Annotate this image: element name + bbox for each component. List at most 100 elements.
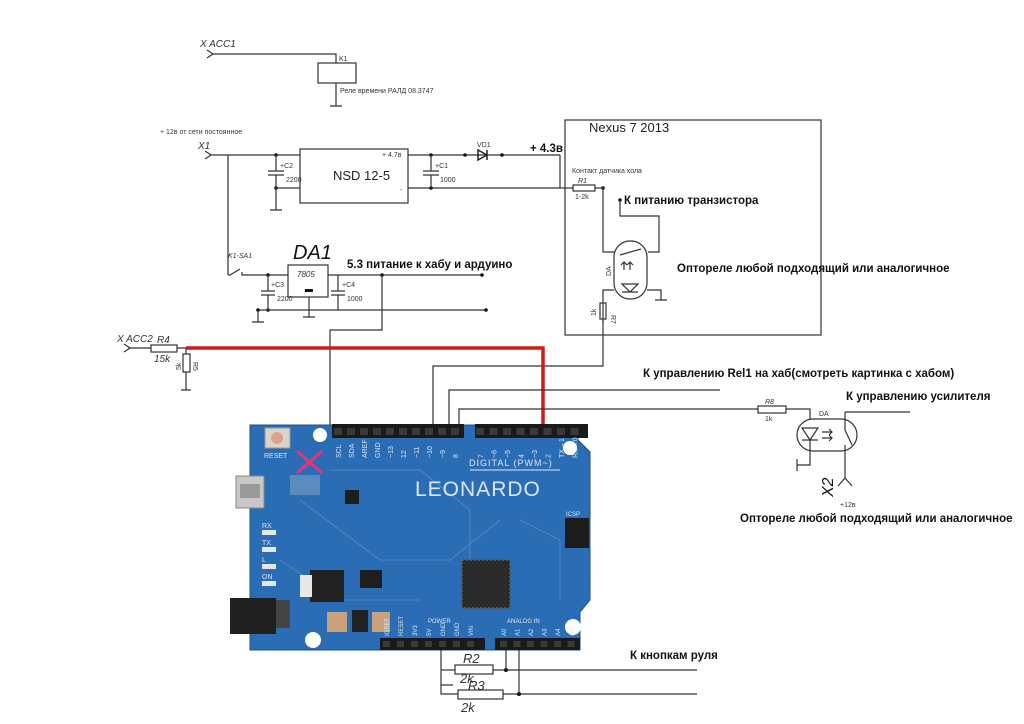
c4-ref: +C4 — [342, 282, 355, 289]
power-pin — [467, 641, 474, 647]
digital-pin-label: 8 — [453, 454, 460, 458]
lm7805-regulator — [287, 264, 329, 298]
r1-resistor — [572, 184, 596, 192]
power-pin — [411, 641, 418, 647]
c4-value: 1000 — [347, 296, 363, 303]
r3-ref: R3 — [468, 678, 485, 693]
r1-ref: R1 — [578, 178, 587, 185]
r8-value: 1k — [765, 416, 773, 423]
digital-pin — [438, 428, 446, 435]
power-pin-label: RESET — [399, 616, 405, 636]
c3-value: 2200 — [277, 296, 293, 303]
r2-value: 2k — [459, 671, 475, 686]
acc2-connector-icon — [123, 343, 132, 353]
cross-mark-icon — [296, 449, 323, 475]
c2-capacitor — [268, 155, 284, 211]
analog-pin — [513, 641, 521, 647]
digital-pin — [334, 428, 342, 435]
analog-header — [495, 638, 580, 650]
digital-pin-label: AREF — [362, 439, 369, 458]
acc1-wire — [213, 53, 337, 63]
k1-ground-wire — [330, 83, 342, 107]
led — [262, 581, 276, 586]
digital-pin-label: 7 — [478, 454, 485, 458]
digital-pin — [373, 428, 381, 435]
digital-pin — [476, 428, 484, 435]
icsp-label: ICSP — [566, 512, 580, 518]
led — [262, 547, 276, 552]
r5-resistor — [182, 353, 191, 373]
digital-pin-label: ~9 — [440, 450, 447, 458]
analog-label: ANALOG IN — [507, 619, 540, 625]
k1-ref: K1 — [339, 56, 348, 63]
k1-relay-coil — [317, 62, 357, 84]
nsd-out-minus: - — [400, 187, 403, 194]
hub-control-label: К управлению Rel1 на хаб(смотреть картин… — [643, 368, 954, 380]
c3-ref: +C3 — [271, 282, 284, 289]
amp-note: Оптореле любой подходящий или аналогично… — [740, 513, 1013, 525]
nexus-box — [564, 119, 822, 336]
amp-optorelay-ref: DA — [819, 411, 829, 418]
analog-pin-label: A2 — [529, 628, 535, 636]
lm7805-chip-label: 7805 — [297, 270, 315, 279]
power-pin — [439, 641, 446, 647]
c4-capacitor — [331, 275, 345, 310]
r8-ref: R8 — [765, 399, 774, 406]
analog-pin-label: A3 — [543, 628, 549, 636]
acc1-relay-section: X ACC1 K1 Реле времени РАЛД 08.3747 — [199, 39, 434, 107]
hall-contact-label: Контакт датчика хола — [572, 168, 642, 175]
acc2-signal-wire — [186, 346, 545, 430]
k1-description: Реле времени РАЛД 08.3747 — [340, 88, 434, 95]
r4-ref: R4 — [157, 335, 170, 346]
digital-pin — [425, 428, 433, 435]
digital-pin — [451, 428, 459, 435]
optorelay-note-1: Оптореле любой подходящий или аналогично… — [677, 263, 950, 275]
digital-pin — [557, 428, 565, 435]
digital-pin-label: ~3 — [532, 450, 539, 458]
r7-value: 1k — [591, 308, 598, 316]
digital-pin-label: ~13 — [388, 446, 395, 458]
digital-pin — [399, 428, 407, 435]
digital-pin — [360, 428, 368, 435]
digital-pin-label: 12 — [401, 450, 408, 458]
acc2-divider-section: X ACC2 R4 15k 5k R5 — [116, 334, 545, 430]
power-pin-label: IOREF — [385, 617, 391, 636]
regulator-output-label: 5.3 питание к хабу и ардуино — [347, 259, 512, 271]
r5-ref: R5 — [191, 362, 198, 371]
amp-section: R8 1k DA X2 +12в К управлению усилителя … — [740, 391, 1013, 525]
regulator-section: K1-SA1 DA1 7805 +C3 2200 +C4 1000 5.3 пи… — [228, 242, 512, 445]
nexus-optorelay-led-icon — [620, 283, 640, 293]
digital-pin — [503, 428, 511, 435]
acc1-label: X ACC1 — [199, 39, 236, 50]
nsd-out-label: + 4.7в — [382, 152, 402, 159]
analog-pin-label: A0 — [502, 628, 508, 636]
transistor-label: К питанию транзистора — [624, 195, 759, 207]
digital-pin — [489, 428, 498, 435]
power-pin — [453, 641, 460, 647]
power-pin-label: 3V3 — [413, 625, 419, 636]
digital-pin-label: SCL — [336, 444, 343, 458]
supply-note: + 12в от сети постоянное — [160, 129, 242, 136]
r4-resistor — [150, 344, 178, 353]
r4-value: 15k — [154, 354, 171, 365]
digital-pin-label: ~11 — [414, 447, 421, 458]
power-pin — [397, 641, 404, 647]
power-pin-label: VIN — [469, 626, 475, 636]
r5-value: 5k — [176, 362, 183, 370]
board-name: LEONARDO — [415, 478, 541, 501]
led-label: TX — [262, 540, 271, 547]
amp-optorelay — [796, 418, 858, 452]
reset-label: RESET — [264, 453, 288, 460]
icsp-header — [565, 518, 589, 548]
digital-pin — [386, 428, 394, 435]
power-jack — [230, 598, 276, 634]
power-label: POWER — [428, 619, 451, 625]
amp-optorelay-led-icon — [800, 427, 820, 442]
digital-pin-label: ~6 — [492, 450, 499, 458]
k1-sa1-switch — [228, 268, 288, 276]
digital-pin — [543, 428, 552, 435]
analog-pin — [527, 641, 534, 647]
power-pin-label: 5V — [427, 629, 433, 636]
